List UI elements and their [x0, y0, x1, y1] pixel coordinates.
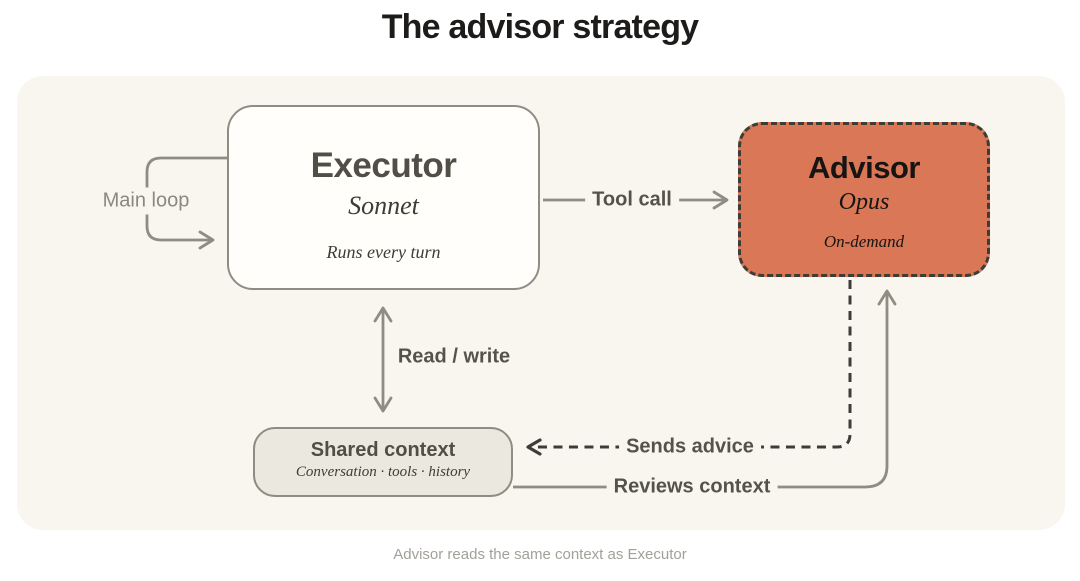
advisor-title: Advisor: [808, 150, 920, 185]
shared-context-title: Shared context: [310, 439, 456, 461]
shared-context-note: Conversation · tools · history: [295, 464, 471, 480]
sends-advice-label: Sends advice: [619, 434, 761, 460]
main-loop-label: Main loop: [97, 187, 195, 215]
page-title: The advisor strategy: [381, 8, 699, 46]
advisor-note: On-demand: [823, 232, 905, 251]
reviews-context-label: Reviews context: [606, 474, 778, 500]
tool-call-label: Tool call: [585, 187, 679, 213]
executor-model: Sonnet: [348, 191, 419, 220]
executor-note: Runs every turn: [326, 242, 441, 262]
executor-node: Executor Sonnet Runs every turn: [227, 105, 540, 290]
caption: Advisor reads the same context as Execut…: [393, 546, 687, 563]
shared-context-node: Shared context Conversation · tools · hi…: [253, 427, 513, 497]
read-write-label: Read / write: [390, 344, 518, 370]
advisor-model: Opus: [838, 189, 890, 215]
executor-title: Executor: [310, 146, 457, 185]
advisor-node: Advisor Opus On-demand: [738, 122, 990, 277]
